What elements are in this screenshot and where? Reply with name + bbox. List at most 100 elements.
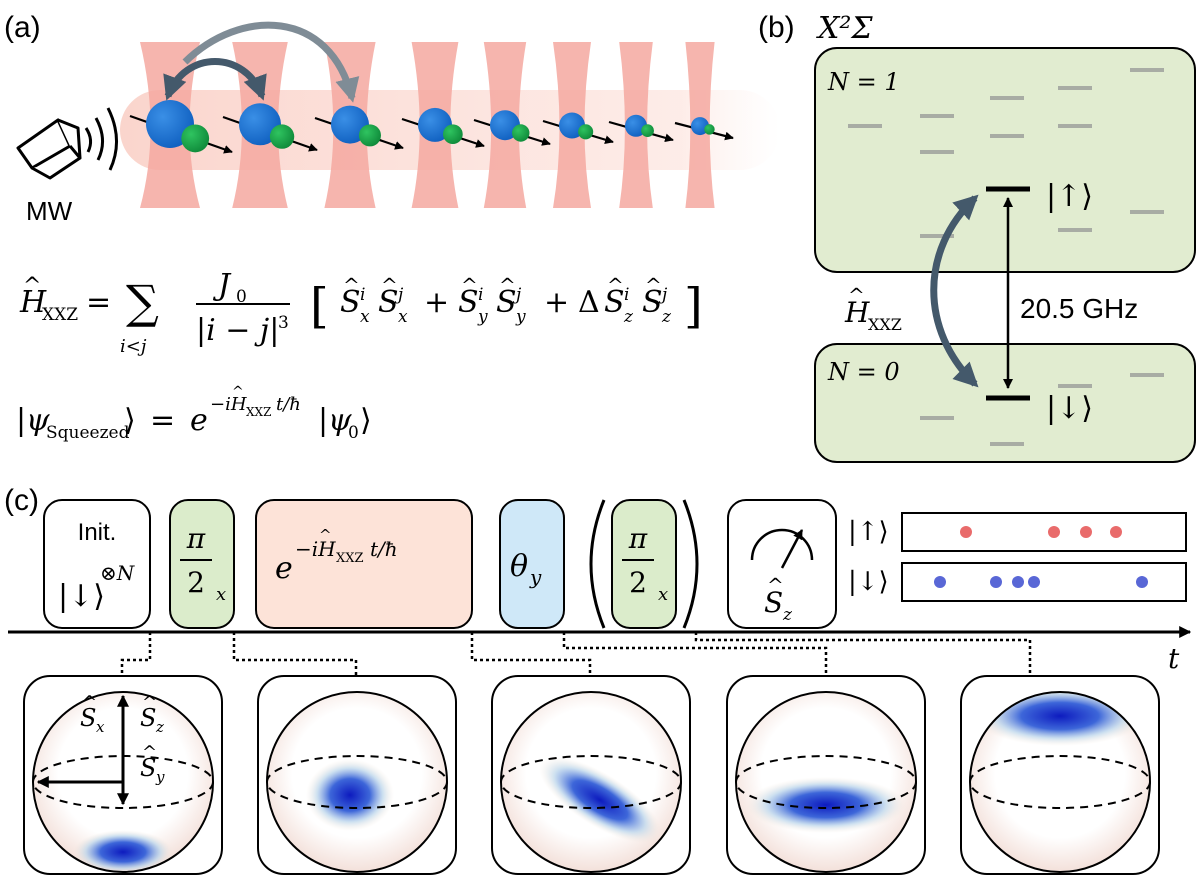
readout-spot-down xyxy=(934,576,946,588)
svg-text:j: j xyxy=(512,285,522,305)
microwave-waves-icon xyxy=(84,107,119,171)
molecule-small-atom xyxy=(512,124,530,142)
readout-down-label: |↓⟩ xyxy=(848,567,889,597)
svg-text:⟩: ⟩ xyxy=(124,403,136,438)
svg-text:i: i xyxy=(624,285,629,305)
squeezed-state-equation: | ψ Squeezed ⟩ = e −iH ^ XXZ t/ħ | ψ0 ⟩ xyxy=(16,384,372,443)
molecule-small-atom xyxy=(704,124,715,135)
svg-text:[: [ xyxy=(310,278,329,334)
spin-distribution xyxy=(306,759,394,831)
svg-text:+: + xyxy=(424,285,449,320)
rotation-subscript: y xyxy=(529,565,542,589)
readout-spot-down xyxy=(1028,576,1040,588)
molecule-small-atom xyxy=(442,124,463,145)
svg-text:y: y xyxy=(155,768,165,786)
molecule-small-atom xyxy=(641,124,654,137)
svg-text:+: + xyxy=(544,285,569,320)
svg-text:Squeezed: Squeezed xyxy=(46,423,130,443)
svg-text:^: ^ xyxy=(319,526,332,544)
svg-text:S: S xyxy=(604,285,625,320)
svg-text:=: = xyxy=(86,285,111,320)
svg-text:ψ: ψ xyxy=(26,403,50,438)
bloch-sphere-stage-5 xyxy=(960,675,1160,875)
optional-pi-denominator: 2 xyxy=(629,566,647,599)
bloch-sphere-stage-1: S^x S^z S^y xyxy=(23,675,223,875)
svg-text:j: j xyxy=(658,285,668,305)
time-axis-label: t xyxy=(1168,642,1180,675)
svg-text:^: ^ xyxy=(848,283,865,307)
init-label: Init. xyxy=(78,519,117,546)
svg-text:x: x xyxy=(96,718,105,736)
n1-label: N = 1 xyxy=(827,68,900,96)
coupling-arrow xyxy=(930,194,979,388)
interaction-arrow-nn xyxy=(163,58,267,101)
svg-text:e: e xyxy=(275,551,293,586)
rotation-angle: θ xyxy=(510,549,528,584)
pi-half-subscript: x xyxy=(216,584,226,605)
svg-text:x: x xyxy=(398,307,408,327)
svg-text:|: | xyxy=(16,403,26,438)
evolution-operator: e −iH ^ XXZ t/ħ xyxy=(275,526,398,586)
svg-text:S: S xyxy=(642,285,663,320)
down-state-label: |↓⟩ xyxy=(1046,391,1093,426)
interaction-arrow-nnn xyxy=(182,21,360,103)
svg-text:y: y xyxy=(477,307,488,327)
svg-text:XXZ: XXZ xyxy=(42,305,78,325)
svg-text:^: ^ xyxy=(142,692,157,713)
panel-b: X²Σ N = 1 N = 0 |↑⟩ |↓⟩ 20.5 GHz xyxy=(814,11,1196,463)
bloch-sphere-stage-4 xyxy=(726,675,926,875)
svg-text:Δ: Δ xyxy=(578,285,600,320)
readout-image-up xyxy=(901,512,1187,552)
svg-text:t/ħ: t/ħ xyxy=(370,537,398,561)
molecule-small-atom xyxy=(578,124,594,140)
svg-text:∑: ∑ xyxy=(126,275,159,329)
readout-spot-up xyxy=(1110,526,1122,538)
svg-text:z: z xyxy=(782,605,793,625)
spin-distribution xyxy=(539,756,661,844)
measured-observable: S ^ z xyxy=(764,573,793,625)
svg-text:H: H xyxy=(844,296,870,329)
pi-half-numerator: π xyxy=(186,522,206,555)
svg-text:^: ^ xyxy=(232,384,244,400)
svg-text:e: e xyxy=(190,403,208,438)
svg-text:t/ħ: t/ħ xyxy=(276,394,301,415)
svg-text:3: 3 xyxy=(278,313,289,333)
svg-text:S: S xyxy=(140,754,156,782)
svg-text:0: 0 xyxy=(236,287,247,307)
readout-spot-up xyxy=(960,526,972,538)
hyperfine-levels xyxy=(848,68,1164,446)
svg-text:^: ^ xyxy=(381,273,398,297)
panel-c: Init. |↓⟩ ⊗N π 2 x e −iH ^ XXZ t/ħ θ y π… xyxy=(8,499,1192,875)
mw-label: MW xyxy=(26,196,73,226)
n0-label: N = 0 xyxy=(827,358,900,386)
svg-text:^: ^ xyxy=(645,273,662,297)
optional-pi-subscript: x xyxy=(658,584,668,605)
svg-text:y: y xyxy=(515,307,526,327)
readout-spot-up xyxy=(1080,526,1092,538)
bloch-sphere-stage-3 xyxy=(491,675,691,875)
svg-text:XXZ: XXZ xyxy=(868,315,902,334)
svg-text:ψ: ψ xyxy=(328,403,352,438)
optional-pulse-paren-right xyxy=(682,499,699,629)
svg-text:^: ^ xyxy=(499,273,516,297)
readout-spot-down xyxy=(1012,576,1024,588)
panel-label-a: (a) xyxy=(4,11,41,44)
readout-up-label: |↑⟩ xyxy=(848,517,889,547)
frequency-label: 20.5 GHz xyxy=(1020,293,1138,324)
svg-text:^: ^ xyxy=(461,273,478,297)
evolution-box xyxy=(255,499,473,629)
meter-icon xyxy=(750,528,814,569)
svg-text:|i − j|: |i − j| xyxy=(196,313,279,348)
rotation-box xyxy=(499,499,565,629)
svg-text:=: = xyxy=(150,403,175,438)
stage-connectors xyxy=(120,632,1032,676)
readout-spot-down xyxy=(990,576,1002,588)
readout-spot-up xyxy=(1048,526,1060,538)
svg-text:^: ^ xyxy=(343,273,360,297)
svg-text:z: z xyxy=(623,307,634,327)
svg-text:XXZ: XXZ xyxy=(336,551,364,566)
spin-distribution xyxy=(746,777,906,833)
svg-text:XXZ: XXZ xyxy=(246,405,271,419)
